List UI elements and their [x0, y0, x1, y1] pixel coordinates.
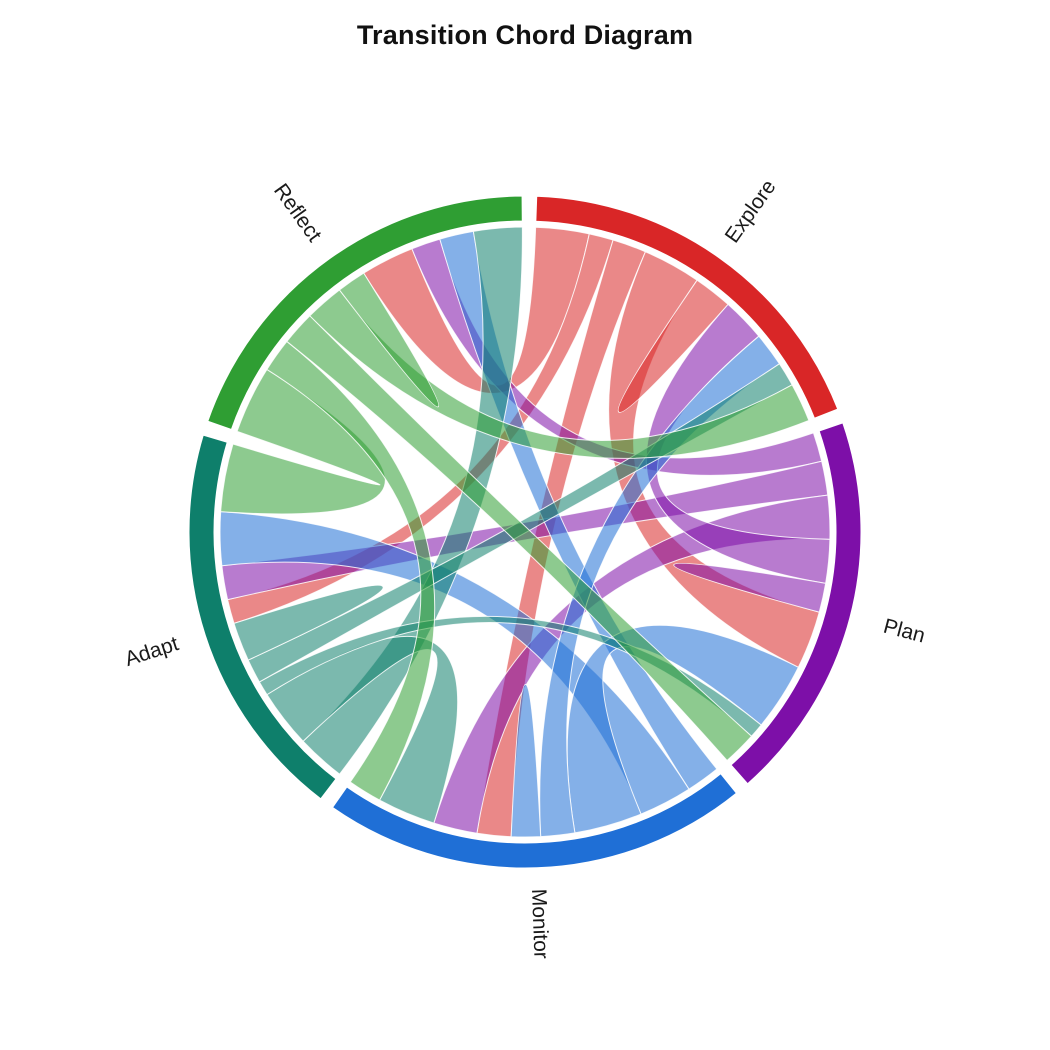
self-ribbon-explore — [617, 279, 729, 413]
ribbons-layer — [219, 226, 831, 838]
arc-adapt — [188, 434, 337, 800]
arc-explore — [535, 195, 839, 419]
arc-plan — [730, 422, 862, 785]
self-ribbon-monitor — [510, 684, 542, 838]
ribbon-plan-to-explore — [645, 303, 831, 584]
node-label-reflect: Reflect — [269, 179, 326, 246]
ribbon-adapt-to-plan — [258, 616, 762, 737]
node-label-explore: Explore — [721, 176, 781, 247]
self-ribbon-adapt — [233, 584, 384, 661]
node-label-adapt: Adapt — [122, 632, 181, 671]
ribbon-reflect-to-monitor — [266, 340, 436, 801]
node-label-monitor: Monitor — [527, 888, 552, 959]
chart-title: Transition Chord Diagram — [356, 20, 694, 50]
node-label-plan: Plan — [881, 615, 928, 648]
self-ribbon-plan — [673, 562, 827, 613]
arc-reflect — [207, 195, 523, 431]
ribbon-reflect-to-plan — [286, 315, 753, 762]
arcs-layer — [188, 195, 862, 869]
arc-monitor — [331, 773, 738, 869]
self-ribbon-reflect — [338, 272, 440, 408]
